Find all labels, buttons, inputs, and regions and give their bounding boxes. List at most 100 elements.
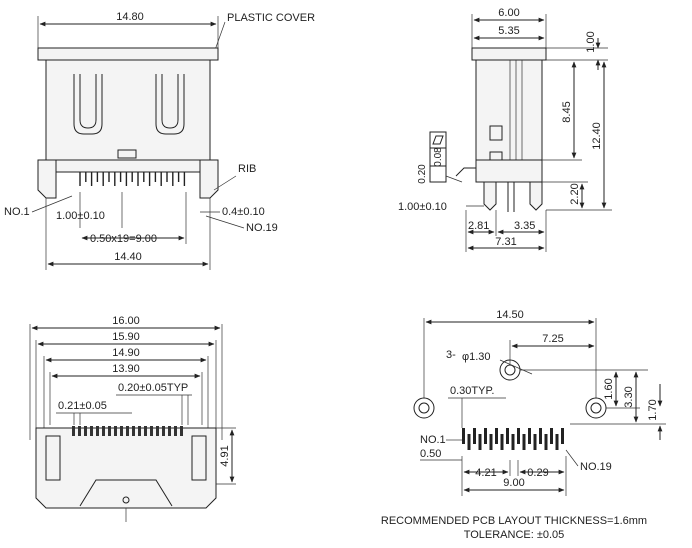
dim-5-35-label: 5.35	[498, 25, 519, 37]
top-contact	[144, 426, 147, 436]
no1-label: NO.1	[4, 206, 30, 218]
pcb-pad	[550, 428, 553, 444]
dim-2-81-label: 2.81	[468, 220, 489, 232]
pcb-pad	[522, 434, 526, 450]
center-tab	[79, 479, 173, 507]
plastic-cover-label: PLASTIC COVER	[227, 12, 315, 24]
top-view: 16.00 15.90 14.90 13.90 0.20±0.05TYP 0.2…	[29, 315, 236, 522]
flatness-value-a: 0.08	[433, 147, 444, 167]
connector-body-front	[45, 59, 211, 161]
dim-4-21-label: 4.21	[475, 467, 496, 479]
dim-0-50-label: 0.50	[420, 448, 441, 460]
pin-tol-label: 0.4±0.10	[222, 206, 265, 218]
top-contact	[90, 426, 93, 436]
dim-3-35-label: 3.35	[514, 220, 535, 232]
rib-label: RIB	[238, 163, 256, 175]
top-contact	[168, 426, 171, 436]
pcb-pad	[511, 434, 515, 450]
flatness-icon	[432, 135, 444, 145]
dim-9-00-label: 9.00	[503, 477, 524, 489]
dim-4-91-label: 4.91	[219, 445, 231, 466]
lead-offset-label: 1.00±0.10	[398, 201, 447, 213]
front-view: 14.80 PLASTIC COVER RIB NO.1 1.00±0.10 0…	[4, 11, 315, 270]
dim-13-90-label: 13.90	[112, 363, 140, 375]
mount-hole-left	[413, 397, 435, 419]
top-contact	[126, 426, 129, 436]
pcb-pad	[506, 428, 509, 444]
dim-8-45-label: 8.45	[561, 101, 573, 122]
center-key	[117, 149, 137, 159]
top-contact	[156, 426, 159, 436]
top-contact	[108, 426, 111, 436]
pcb-layout: 14.50 7.25 3- φ1.30 0.30TYP. 1.60 3.30 1…	[381, 309, 666, 541]
right-mount-leg	[199, 159, 219, 199]
dim-7-25-label: 7.25	[542, 333, 563, 345]
pcb-pad	[539, 428, 542, 444]
dim-14-90-label: 14.90	[112, 347, 140, 359]
pcb-pad	[495, 428, 498, 444]
connector-body-side	[475, 59, 543, 161]
top-contact	[78, 426, 81, 436]
dim-1-60-label: 1.60	[603, 378, 615, 399]
pcb-no19-label: NO.19	[580, 461, 612, 473]
pin1-offset-label: 1.00±0.10	[56, 210, 105, 222]
top-contact	[138, 426, 141, 436]
dim-7-31-label: 7.31	[495, 236, 516, 248]
note-line-1: RECOMMENDED PCB LAYOUT THICKNESS=1.6mm	[381, 515, 647, 527]
pcb-pad	[478, 434, 482, 450]
pcb-pad	[467, 434, 471, 450]
side-view: 6.00 5.35 1.00 8.45 12.40 2.20	[398, 7, 612, 252]
front-pins	[79, 172, 186, 186]
pcb-pad	[528, 428, 531, 444]
top-contact	[72, 426, 75, 436]
top-contact	[120, 426, 123, 436]
dim-14-80-label: 14.80	[116, 11, 144, 23]
top-contact	[132, 426, 135, 436]
pcb-pad	[544, 434, 548, 450]
dim-15-90-label: 15.90	[112, 331, 140, 343]
pcb-pad	[533, 434, 537, 450]
top-contact	[174, 426, 177, 436]
plastic-cover-shape	[37, 47, 219, 61]
pcb-pad	[561, 428, 564, 444]
pad-typ-label: 0.30TYP.	[450, 385, 494, 397]
pcb-no1-label: NO.1	[420, 434, 446, 446]
pitch-typ-label: 0.20±0.05TYP	[118, 382, 188, 394]
hole-dia-label: φ1.30	[462, 351, 491, 363]
dim-14-40-label: 14.40	[114, 251, 142, 263]
pcb-pads	[462, 428, 564, 450]
top-pads	[72, 426, 183, 436]
top-contact	[96, 426, 99, 436]
pcb-pad	[517, 428, 520, 444]
dim-2-20-label: 2.20	[569, 183, 581, 204]
top-contact	[102, 426, 105, 436]
top-contact	[162, 426, 165, 436]
pitch-label: 0.50x19=9.00	[90, 233, 157, 245]
pcb-pad	[462, 428, 465, 444]
top-contact	[84, 426, 87, 436]
pcb-pad	[473, 428, 476, 444]
pcb-pad	[489, 434, 493, 450]
pcb-pad	[500, 434, 504, 450]
right-latch-spring	[155, 74, 185, 135]
flatness-frame	[429, 131, 447, 183]
pcb-pad	[484, 428, 487, 444]
top-contact	[180, 426, 183, 436]
dim-12-40-label: 12.40	[591, 122, 603, 150]
hole-count-label: 3-	[446, 349, 456, 361]
note-line-2: TOLERANCE: ±0.05	[464, 529, 565, 541]
dim-0-29-label: 0.29	[527, 467, 548, 479]
pcb-pad	[555, 434, 559, 450]
dim-6-00-label: 6.00	[498, 7, 519, 19]
no19-label: NO.19	[246, 222, 278, 234]
dim-16-00-label: 16.00	[112, 315, 140, 327]
mount-hole-right	[585, 397, 607, 419]
dim-14-50-label: 14.50	[496, 309, 524, 321]
dim-1-70-label: 1.70	[647, 399, 659, 420]
dim-1-00-label: 1.00	[585, 31, 597, 52]
top-contact	[150, 426, 153, 436]
left-mount-leg	[37, 159, 57, 199]
pad-tol-label: 0.21±0.05	[58, 400, 107, 412]
flatness-value-b: 0.20	[417, 164, 428, 184]
